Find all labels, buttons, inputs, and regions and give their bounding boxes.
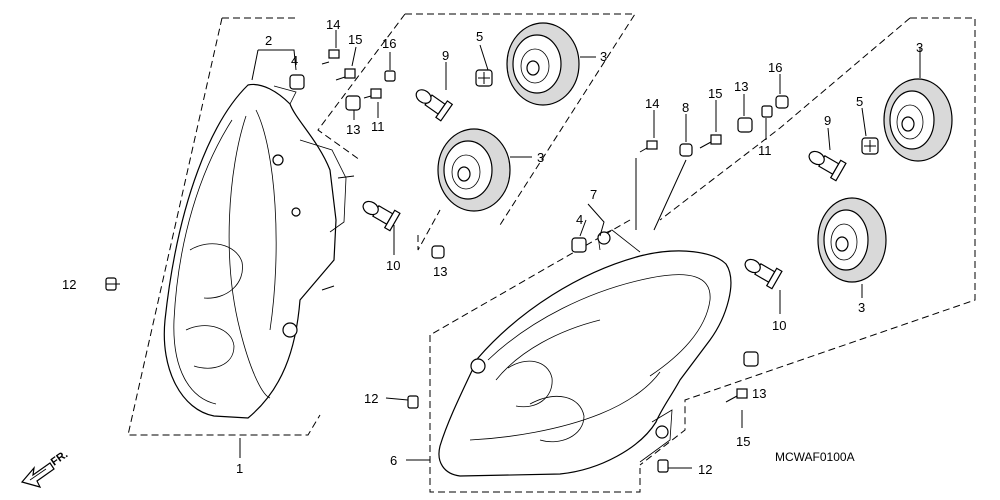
callout-9b: 9 xyxy=(824,113,831,128)
callout-11a: 11 xyxy=(371,119,385,134)
callout-16a: 16 xyxy=(382,36,396,51)
callout-14b: 14 xyxy=(645,96,659,111)
callout-4b: 4 xyxy=(576,212,583,227)
front-direction-arrow-icon xyxy=(20,462,55,488)
callout-8: 8 xyxy=(682,100,689,115)
callout-13a: 13 xyxy=(346,122,360,137)
callout-3b: 3 xyxy=(537,150,544,165)
callout-15a: 15 xyxy=(348,32,362,47)
callout-16b: 16 xyxy=(768,60,782,75)
callout-10a: 10 xyxy=(386,258,400,273)
headlight-assembly-right xyxy=(438,229,732,477)
callout-2: 2 xyxy=(265,33,272,48)
assembly-boundaries xyxy=(127,13,976,493)
callout-12a: 12 xyxy=(62,277,76,292)
callout-6: 6 xyxy=(390,453,397,468)
callout-5a: 5 xyxy=(476,29,483,44)
callout-13b: 13 xyxy=(433,264,447,279)
callout-3d: 3 xyxy=(858,300,865,315)
callout-3c: 3 xyxy=(916,40,923,55)
headlight-assembly-left xyxy=(163,83,355,419)
callout-15b: 15 xyxy=(708,86,722,101)
callout-7: 7 xyxy=(590,187,597,202)
callout-4a: 4 xyxy=(291,53,298,68)
diagram-code: MCWAF0100A xyxy=(775,450,855,464)
callout-14a: 14 xyxy=(326,17,340,32)
callout-9a: 9 xyxy=(442,48,449,63)
callout-15c: 15 xyxy=(736,434,750,449)
callout-13d: 13 xyxy=(752,386,766,401)
callout-13c: 13 xyxy=(734,79,748,94)
bulb-parts xyxy=(362,69,879,290)
callout-12b: 12 xyxy=(364,391,378,406)
callout-1: 1 xyxy=(236,461,243,476)
dust-cover-parts xyxy=(437,22,953,283)
callout-10b: 10 xyxy=(772,318,786,333)
callout-labels: 1 2 4 12 14 15 16 13 11 9 5 3 3 10 13 14… xyxy=(62,17,923,477)
callout-12c: 12 xyxy=(698,462,712,477)
callout-11b: 11 xyxy=(758,143,772,158)
leader-lines xyxy=(106,30,921,469)
fastener-parts xyxy=(105,49,789,473)
callout-3a: 3 xyxy=(600,49,607,64)
callout-5b: 5 xyxy=(856,94,863,109)
